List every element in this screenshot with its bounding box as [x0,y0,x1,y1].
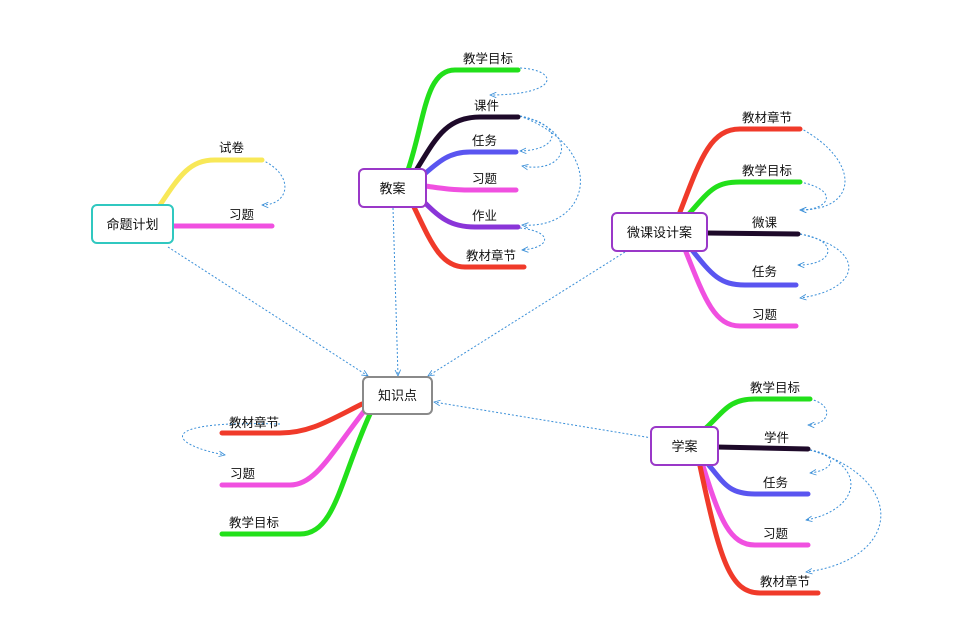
branch-line [703,230,801,237]
branch-label: 课件 [474,98,499,113]
branch-label: 教材章节 [760,574,810,589]
arrow-xuean-to-zhishi [434,402,653,439]
loop-jiaoan-4 [519,115,581,225]
branch-label: 习题 [763,526,789,541]
branch-label: 任务 [763,475,788,490]
branch-line [705,461,811,497]
loop-zhishi [182,423,281,455]
branch-label: 习题 [752,307,778,322]
node-label: 知识点 [378,388,417,404]
branch-line [412,114,521,175]
branch-label: 学件 [764,430,789,445]
node-zhishi[interactable]: 知识点 [362,376,433,415]
node-label: 命题计划 [106,217,158,233]
loop-weike-1 [800,127,846,210]
branch-line [405,67,521,173]
branch-label: 任务 [752,264,777,279]
loop-xuean-4 [806,449,882,572]
branch-label: 教材章节 [466,248,516,263]
branch-line [685,179,803,218]
branch-label: 任务 [472,133,497,148]
branch-line [422,183,519,193]
arrow-weike-to-zhishi [428,251,626,376]
branch-line [417,195,521,230]
branch-line [677,126,803,215]
weike-branches: 教材章节 教学目标 微课 任务 习题 [677,110,803,329]
node-jiaoan[interactable]: 教案 [358,168,427,208]
node-box [91,204,174,244]
jiaoan-branches: 教学目标 课件 任务 习题 作业 教材章节 [405,51,527,270]
node-box [650,426,719,466]
node-mingti[interactable]: 命题计划 [91,204,174,244]
arrow-jiaoan-to-zhishi [392,207,398,376]
node-box [358,168,427,208]
branch-line [713,444,811,452]
loop-xuean-2 [810,449,832,473]
branch-label: 教学目标 [750,380,800,395]
loop-jiaoan-3 [519,115,562,167]
branch-line [417,149,519,181]
branch-label: 微课 [752,215,778,230]
branch-line [683,249,799,329]
branch-label: 教材章节 [229,415,279,430]
node-box [611,212,708,252]
branch-label: 习题 [230,466,256,481]
loop-jiaoan-5 [519,227,545,250]
loop-mingti [262,159,286,205]
branch-label: 教学目标 [742,163,792,178]
branch-label: 教材章节 [742,110,792,125]
branch-label: 教学目标 [229,515,279,530]
arrow-mingti-to-zhishi [167,246,368,376]
branch-line [700,463,811,548]
branch-line [703,396,813,431]
node-xuean[interactable]: 学案 [650,426,719,466]
branch-line [410,202,527,270]
branch-line [689,247,799,288]
branch-label: 习题 [229,207,255,222]
branch-line [219,401,365,436]
loop-xuean-1 [808,398,828,425]
xuean-branches: 教学目标 学件 任务 习题 教材章节 [697,380,821,596]
branch-line [219,411,373,537]
node-label: 微课设计案 [627,226,692,241]
branch-line [157,157,265,208]
loop-weike-2 [800,181,827,210]
loop-weike-4 [800,233,850,298]
branch-label: 教学目标 [463,51,513,66]
branch-line [219,407,368,488]
mingti-branches: 试卷 习题 [157,140,275,229]
branch-line [697,463,821,596]
zhishi-branches: 教材章节 习题 教学目标 [219,401,373,537]
node-label: 学案 [671,439,697,455]
loop-jiaoan-1 [490,67,548,95]
node-box [362,376,433,415]
loop-weike-3 [798,233,829,265]
loop-xuean-3 [806,449,852,520]
branch-label: 试卷 [219,140,245,155]
branch-label: 习题 [472,171,498,186]
node-label: 教案 [379,181,405,197]
branch-label: 作业 [472,208,497,223]
node-weike[interactable]: 微课设计案 [611,212,708,252]
relation-arrows [167,67,882,572]
